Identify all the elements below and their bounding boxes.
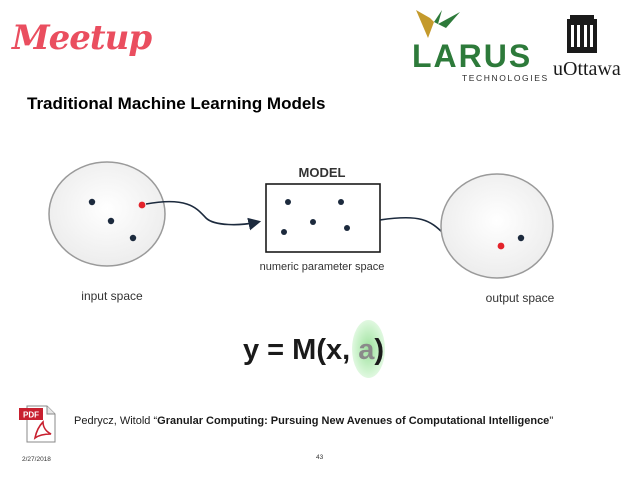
- citation-end: ": [549, 415, 554, 427]
- model-label: MODEL: [299, 165, 346, 180]
- input-space-oval: [48, 161, 166, 267]
- output-point-highlighted: [497, 242, 505, 250]
- parameter-point: [344, 225, 350, 231]
- pdf-icon[interactable]: PDF: [17, 402, 59, 444]
- uottawa-logo-text: uOttawa: [553, 58, 621, 80]
- parameter-point: [310, 219, 316, 225]
- equation-parameter: a: [352, 320, 386, 378]
- uottawa-building-icon: [567, 15, 597, 53]
- parameter-point: [281, 229, 287, 235]
- citation-title: Granular Computing: Pursuing New Avenues…: [157, 415, 550, 427]
- equation-suffix: ): [374, 334, 385, 366]
- larus-bird-icon: [416, 10, 460, 38]
- input-point: [88, 198, 96, 206]
- ml-model-diagram: MODEL numeric parameter space input spac…: [48, 161, 555, 305]
- meetup-logo: Meetup: [12, 18, 152, 58]
- parameter-space-label: numeric parameter space: [260, 261, 385, 273]
- citation: Pedrycz, Witold “Granular Computing: Pur…: [74, 415, 553, 427]
- citation-author: Pedrycz, Witold “: [74, 415, 158, 427]
- page-number: 43: [316, 454, 324, 461]
- equation-prefix: y = M(x,: [243, 334, 359, 366]
- input-point: [129, 234, 137, 242]
- larus-logo-text: LARUS: [412, 38, 533, 74]
- output-point: [517, 234, 525, 242]
- input-space-label: input space: [81, 289, 143, 303]
- parameter-point: [285, 199, 291, 205]
- footer-date: 2/27/2018: [22, 456, 51, 463]
- input-to-model-arrow: [145, 200, 262, 231]
- model-box: [265, 183, 381, 253]
- input-point: [107, 217, 115, 225]
- equation-parameter-text: a: [358, 334, 375, 366]
- meetup-logo-text: Meetup: [12, 18, 152, 58]
- pdf-icon-label: PDF: [23, 411, 39, 420]
- model-equation: y = M(x, a): [243, 320, 386, 378]
- output-space-label: output space: [486, 291, 555, 305]
- larus-logo-subtext: TECHNOLOGIES: [462, 73, 549, 83]
- parameter-point: [338, 199, 344, 205]
- output-space-oval: [440, 173, 554, 279]
- input-point-highlighted: [138, 201, 146, 209]
- slide-title: Traditional Machine Learning Models: [27, 94, 326, 113]
